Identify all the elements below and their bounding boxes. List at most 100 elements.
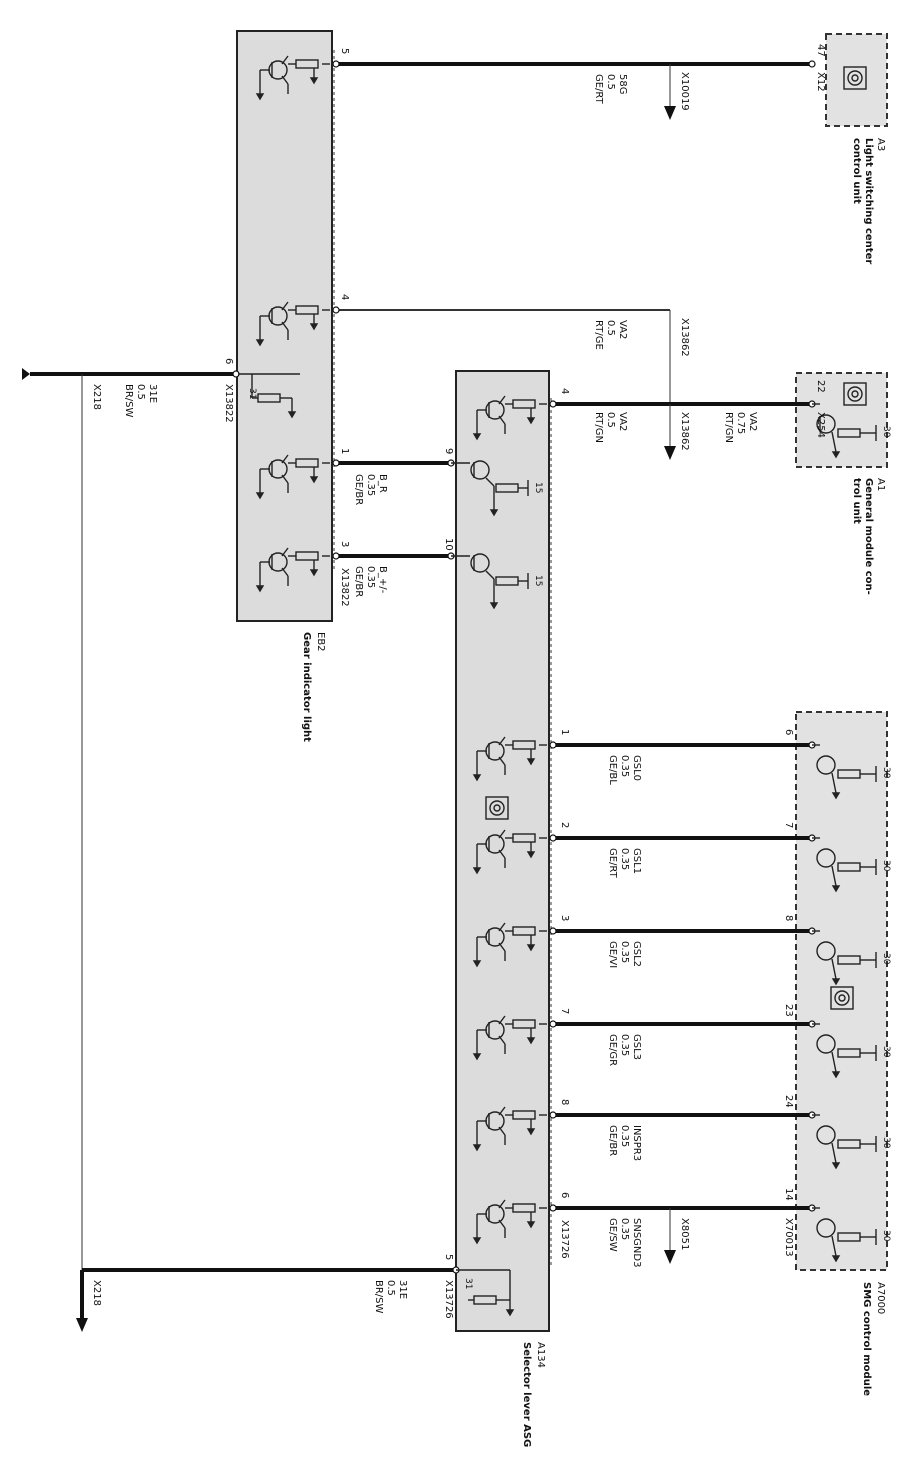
a7000-supply-2: 30 [881,860,891,872]
arrow-x13862-icon [664,446,676,460]
a7000-pin-23: 23 [783,1004,794,1017]
a134-connector: X13726 [559,1220,570,1259]
wire-b-pm-color: GE/BR [353,566,364,597]
a134-pin-9: 9 [443,448,454,454]
a1-connector: X254 [815,412,826,438]
wire-gsl2-signal: GSL2 [631,941,642,967]
eb2-pin-4: 4 [339,294,350,300]
eb2-id: EB2 [315,632,326,652]
a7000-id: A7000 [875,1282,886,1314]
wire-gsl1-color: GE/RT [607,848,618,879]
a7000-connector: X70013 [783,1218,794,1257]
a134-module-box [455,370,550,1332]
a7000-supply-3: 30 [881,953,891,965]
eb2-pin-1: 1 [339,448,350,454]
eb2-name: Gear indicator light [301,632,312,742]
a134-ground-label: 31 [463,1278,473,1289]
connector-x10019: X10019 [679,72,690,111]
wire-snsgnd3-color: GE/SW [607,1218,618,1252]
wire-gsl2-size: 0.35 [619,941,630,963]
wire-va2-eb2-color: RT/GE [593,320,604,350]
wire-va2-a1-signal: VA2 [747,412,758,431]
a134-input-pin10-icon [451,553,529,610]
eb2-pin-3: 3 [339,541,350,547]
a7000-name: SMG control module [861,1282,872,1396]
wire-b-r-signal: B_R [377,474,388,493]
wire-31e-eb2-signal: 31E [147,384,158,403]
a134-pin-3: 3 [559,915,570,921]
wire-gsl0-size: 0.35 [619,755,630,777]
wire-31e-eb2-size: 0.5 [135,384,146,400]
wire-b-r-size: 0.35 [365,474,376,496]
wire-31e-a134-size: 0.5 [385,1280,396,1296]
a1-supply: 30 [881,426,891,438]
eb2-ground-connector: X13822 [223,384,234,423]
wire-b-r-color: GE/BR [353,474,364,505]
wire-31e-eb2-color: BR/SW [123,384,134,418]
a1-id: A1 [875,478,886,491]
a134-supply-pin9: 15 [533,482,543,493]
a3-name-line2: control unit [851,138,862,204]
a1-module-box [795,372,888,468]
a7000-supply-6: 30 [881,1230,891,1242]
a134-ground-resistor-icon [456,1269,515,1317]
a1-name-line1: General module con- [863,478,874,595]
eb2-pin-5: 5 [339,48,350,54]
a1-name-line2: trol unit [851,478,862,524]
wire-va2-a1-size: 0.75 [735,412,746,434]
wire-inspr3-color: GE/BR [607,1125,618,1156]
wire-b-pm-signal: B_+/- [377,566,388,594]
svg-text:31: 31 [247,388,257,399]
a134-pin-5: 5 [443,1254,454,1260]
a7000-supply-4: 30 [881,1046,891,1058]
wire-b-pm-size: 0.35 [365,566,376,588]
a134-pin-7: 7 [559,1008,570,1014]
a134-id: A134 [535,1342,546,1368]
wire-va2-a134-color: RT/GN [593,412,604,443]
wire-gsl3-signal: GSL3 [631,1034,642,1060]
arrow-x8051-icon [664,1250,676,1264]
a134-supply-pin10: 15 [533,575,543,586]
connector-x218-upper: X218 [91,384,102,410]
eb2-connector: X13822 [339,568,350,607]
wire-inspr3-signal: INSPR3 [631,1125,642,1161]
a7000-pin-6: 6 [783,729,794,735]
a3-id: A3 [875,138,886,151]
wire-va2-eb2-size: 0.5 [605,320,616,336]
a134-input-pin9-icon [451,460,529,517]
a134-pin-6: 6 [559,1192,570,1198]
connector-x13862-upper: X13862 [679,318,690,357]
wire-gsl2-color: GE/VI [607,941,618,968]
wire-gsl0-color: GE/BL [607,755,618,785]
wire-va2-eb2-signal: VA2 [617,320,628,339]
wire-58g-size: 0.5 [605,74,616,90]
connector-x8051: X8051 [679,1218,690,1250]
wire-inspr3-size: 0.35 [619,1125,630,1147]
a134-name: Selector lever ASG [521,1342,532,1447]
a134-pin-8: 8 [559,1099,570,1105]
connector-x13862-lower: X13862 [679,412,690,451]
wire-va2-a1-color: RT/GN [723,412,734,443]
eb2-pin-6: 6 [223,358,234,364]
arrow-x10019-icon [664,106,676,120]
wire-gsl1-size: 0.35 [619,848,630,870]
right-stages-icon [812,403,877,1263]
connector-x218-lower: X218 [91,1280,102,1306]
wire-snsgnd3-size: 0.35 [619,1218,630,1240]
a134-ground-connector: X13726 [443,1280,454,1319]
wire-gsl0-signal: GSL0 [631,755,642,781]
a7000-supply-1: 30 [881,767,891,779]
a7000-pin-8: 8 [783,915,794,921]
wire-31e-a134-color: BR/SW [373,1280,384,1314]
wire-va2-a134-signal: VA2 [617,412,628,431]
wire-31e-a134-signal: 31E [397,1280,408,1299]
a3-pin: 47 [815,44,826,57]
a7000-supply-5: 30 [881,1137,891,1149]
a3-name-line1: Light switching center [863,138,874,264]
wire-gsl3-color: GE/GR [607,1034,618,1066]
a3-connector: X12 [815,72,826,92]
wire-snsgnd3-signal: SNSGND3 [631,1218,642,1267]
a134-pin-1: 1 [559,729,570,735]
a134-pin-4: 4 [559,388,570,394]
